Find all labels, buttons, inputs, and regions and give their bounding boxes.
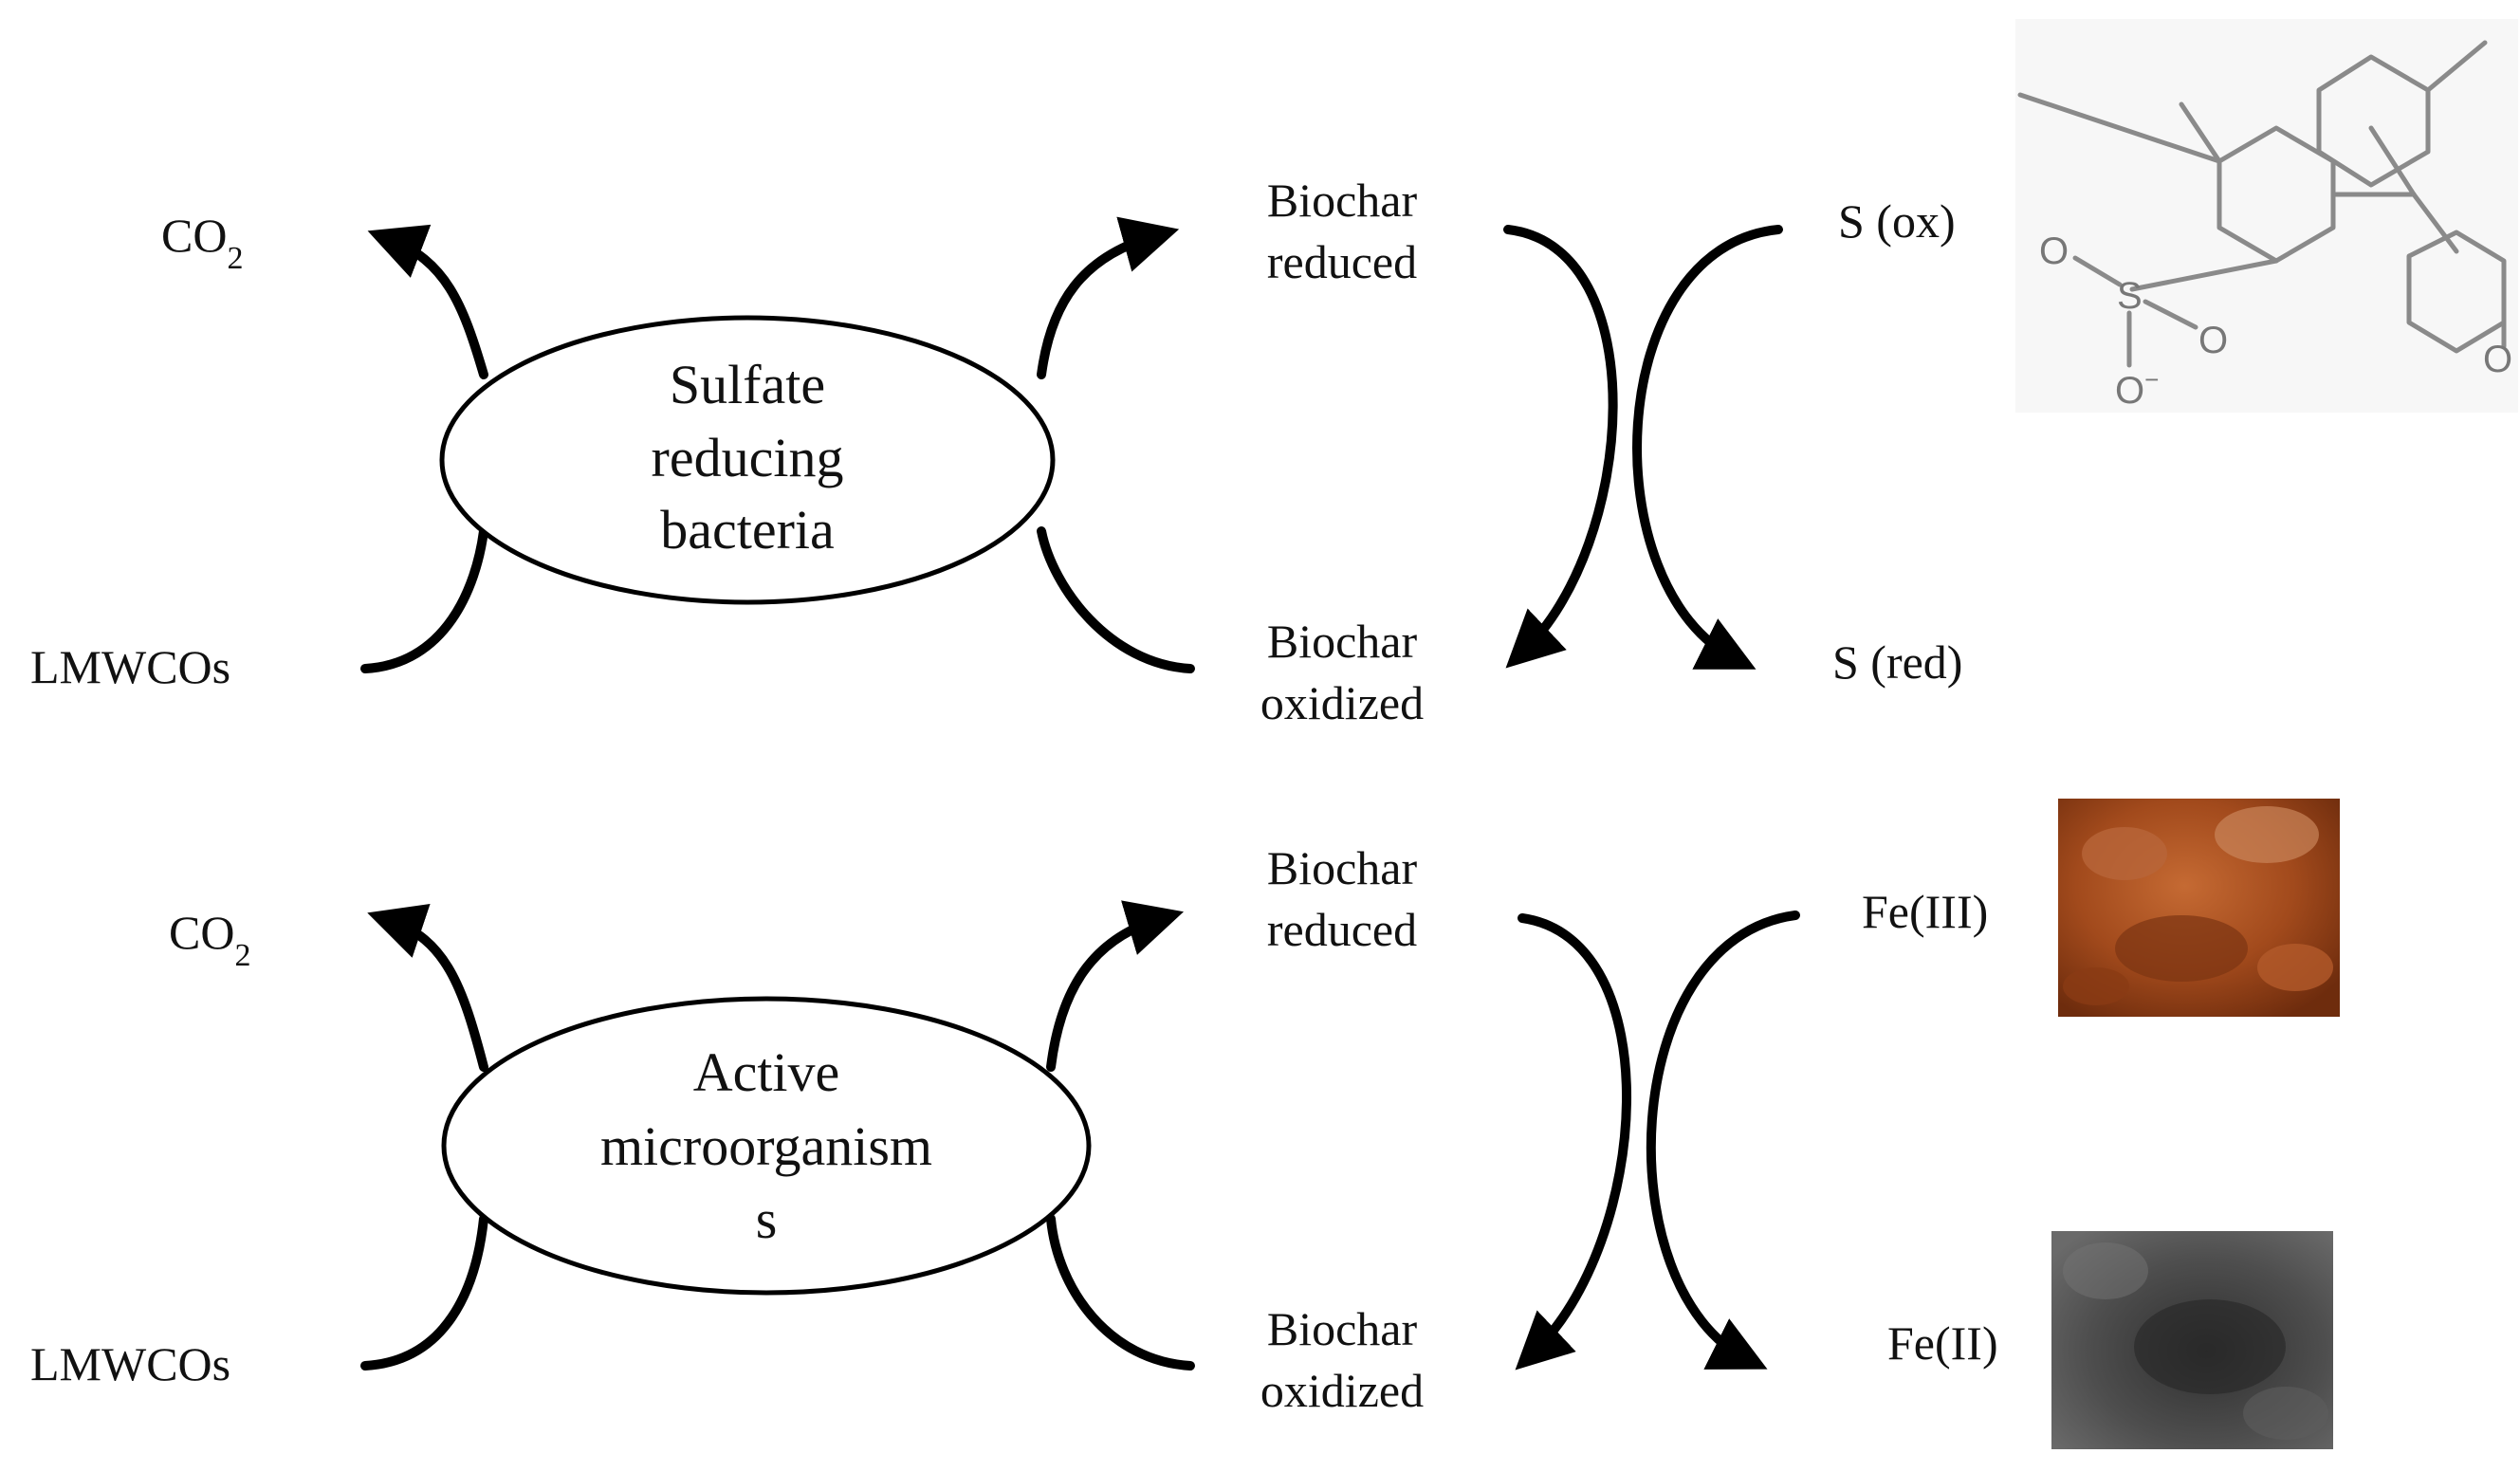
panel-iron: Active microorganism s CO2 LMWCOs Biocha… [30, 799, 2340, 1449]
sulfur-reduced-label: S (red) [1832, 635, 1962, 689]
arrow-from-lmwcos-bottom [360, 1214, 488, 1371]
arrow-to-co2-top [367, 224, 488, 379]
organism-label-line-3: bacteria [660, 499, 835, 561]
organism-label-line-2: reducing [652, 427, 844, 488]
iron-iii-sample-image [2058, 799, 2340, 1017]
arrow-from-biochar-oxidized-bottom [1046, 1214, 1195, 1371]
substrate-lmwcos-label: LMWCOs [30, 640, 230, 693]
substrate-lmwcos-label-2: LMWCOs [30, 1337, 230, 1390]
iron-ii-label: Fe(II) [1887, 1316, 1998, 1370]
biochar-reduced-line-2: reduced [1267, 235, 1417, 288]
arrow-from-lmwcos-top [360, 526, 488, 673]
molecule-ring-top-right [2316, 54, 2431, 188]
iron-iii-label: Fe(III) [1862, 885, 1988, 938]
arrow-to-co2-bottom [367, 903, 488, 1072]
arrow-fe-iii-to-fe-ii [1646, 911, 1800, 1370]
biochar2-reduced-line-2: reduced [1267, 903, 1417, 956]
panel-sulfate: Sulfate reducing bacteria CO2 LMWCOs Bio… [30, 174, 1962, 729]
biochar-reduced-line-1: Biochar [1267, 174, 1418, 227]
molecule-methyl-left [2017, 92, 2222, 164]
molecule-oxygen-a: O [2039, 230, 2069, 272]
organism2-label-line-1: Active [693, 1041, 840, 1103]
molecule-bond-center-down [2411, 192, 2459, 254]
biochar2-oxidized-line-1: Biochar [1267, 1302, 1418, 1355]
arrow-to-biochar-reduced-bottom [1046, 900, 1185, 1072]
biochar-oxidized-line-1: Biochar [1267, 615, 1418, 668]
organism2-label-line-3: s [756, 1188, 778, 1250]
organism-ellipse-active [441, 996, 1092, 1296]
organism2-label-line-2: microorganism [600, 1115, 932, 1177]
organism-label-line-1: Sulfate [670, 354, 825, 415]
product-co2-label: CO2 [161, 209, 243, 276]
arrow-biochar-reduced-to-oxidized-top [1503, 225, 1618, 669]
molecule-oxygen-carbonyl: O [2483, 339, 2512, 380]
sulfur-oxidized-label: S (ox) [1838, 194, 1956, 248]
molecule-methyl-top-right [2425, 40, 2488, 93]
product-co2-label-2: CO2 [169, 906, 250, 973]
organism-ellipse-sulfate [439, 315, 1056, 605]
molecule-oxygen-anion: O− [2115, 365, 2159, 412]
arrow-to-biochar-reduced-top [1037, 216, 1180, 379]
molecule-methyl-left-2 [2179, 101, 2222, 164]
molecule-sulfur: S [2117, 275, 2143, 317]
molecule-bond-center-top [2368, 125, 2417, 197]
sulfonephthalein-molecule-structure: O S O O− O [2015, 19, 2518, 413]
biochar-oxidized-line-2: oxidized [1260, 676, 1424, 729]
molecule-bond-ring-sulfur [2129, 258, 2279, 292]
biochar2-reduced-line-1: Biochar [1267, 841, 1418, 894]
arrow-from-biochar-oxidized-top [1037, 526, 1195, 673]
arrow-biochar-reduced-to-oxidized-bottom [1515, 913, 1631, 1371]
arrow-s-ox-to-s-red [1632, 225, 1783, 670]
molecule-ring-left [2216, 125, 2336, 264]
molecule-bond-s-o-left [2072, 255, 2123, 287]
biochar2-oxidized-line-2: oxidized [1260, 1364, 1424, 1417]
molecule-bond-s-o-right [2143, 299, 2198, 330]
iron-ii-sample-image [2051, 1231, 2333, 1449]
molecule-oxygen-b: O [2198, 320, 2228, 361]
